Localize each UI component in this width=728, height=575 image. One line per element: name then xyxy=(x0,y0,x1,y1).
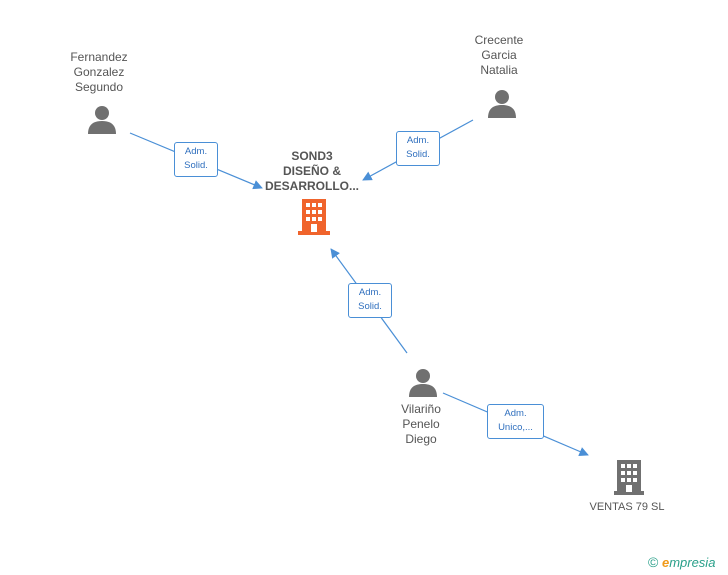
person-icon[interactable] xyxy=(487,88,517,118)
brand-name: mpresia xyxy=(669,555,716,570)
building-icon[interactable] xyxy=(613,460,645,495)
empresia-logo: © empresia xyxy=(648,554,715,570)
node-label-ventas: VENTAS 79 SL xyxy=(589,501,665,513)
person-icon[interactable] xyxy=(87,104,117,134)
copyright-icon: © xyxy=(648,554,659,570)
node-label-vilarino: Vilariño Penelo Diego xyxy=(401,402,441,446)
edge-label-fernandez-sond3[interactable]: Adm. Solid. xyxy=(174,142,218,177)
building-icon[interactable] xyxy=(297,199,331,235)
node-label-crecente: Crecente Garcia Natalia xyxy=(474,33,524,77)
person-icon[interactable] xyxy=(408,367,438,397)
node-label-sond3: SOND3 DISEÑO & DESARROLLO... xyxy=(264,149,359,193)
edge-label-crecente-sond3[interactable]: Adm. Solid. xyxy=(396,131,440,166)
edge-label-vilarino-ventas[interactable]: Adm. Unico,... xyxy=(487,404,544,439)
brand-initial: e xyxy=(661,555,670,570)
edge-label-vilarino-sond3[interactable]: Adm. Solid. xyxy=(348,283,392,318)
node-label-fernandez: Fernandez Gonzalez Segundo xyxy=(70,50,128,94)
